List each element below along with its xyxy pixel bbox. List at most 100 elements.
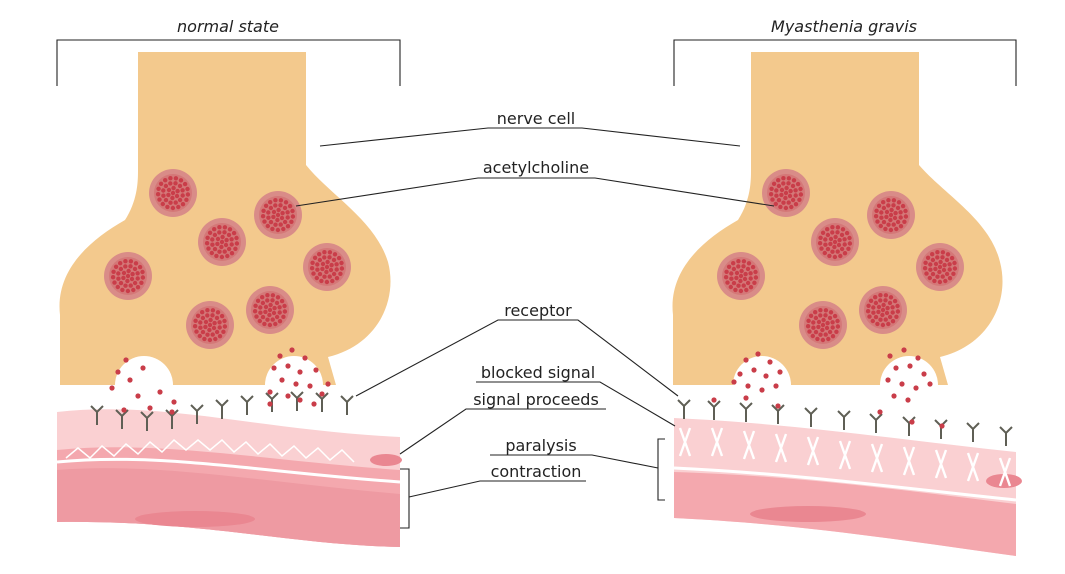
acetylcholine-dot <box>886 198 891 203</box>
acetylcholine-dot <box>798 192 804 197</box>
acetylcholine-dot <box>778 204 783 210</box>
acetylcholine-dot <box>320 266 325 272</box>
acetylcholine-dot <box>793 202 799 207</box>
acetylcholine-dot <box>231 230 237 236</box>
acetylcholine-dot <box>951 271 956 276</box>
acetylcholine-dot <box>788 188 793 194</box>
acetylcholine-dot <box>171 185 176 191</box>
acetylcholine-dot <box>881 219 887 225</box>
vesicle <box>186 301 234 349</box>
acetylcholine-dot <box>322 255 327 260</box>
acetylcholine-dot <box>140 269 145 275</box>
acetylcholine-dot <box>116 276 121 281</box>
acetylcholine-dot <box>175 188 180 194</box>
acetylcholine-dot <box>217 249 222 254</box>
acetylcholine-dot <box>874 208 879 213</box>
acetylcholine-dot <box>889 207 894 213</box>
acetylcholine-dot <box>130 271 135 277</box>
acetylcholine-dot <box>273 321 278 327</box>
acetylcholine-dot <box>928 267 933 272</box>
acetylcholine-dot <box>842 237 847 242</box>
acetylcholine-dot <box>952 266 958 271</box>
acetylcholine-dot <box>135 276 140 281</box>
acetylcholine-dot <box>738 278 743 284</box>
acetylcholine-dot <box>217 225 222 230</box>
acetylcholine-dot <box>125 288 131 294</box>
acetylcholine-dot <box>272 305 277 311</box>
acetylcholine-dot <box>282 309 288 314</box>
acetylcholine-dot <box>212 246 218 252</box>
acetylcholine-dot <box>752 280 757 285</box>
acetylcholine-dot <box>281 314 286 319</box>
acetylcholine-dot <box>894 314 899 319</box>
acetylcholine-dot <box>822 250 827 256</box>
acetylcholine-dot <box>273 222 278 227</box>
acetylcholine-dot <box>944 271 950 277</box>
acetylcholine-dot <box>268 205 274 211</box>
acetylcholine-dot <box>940 250 946 255</box>
acetylcholine-dot <box>180 202 186 207</box>
acetylcholine-dot <box>192 324 198 329</box>
acetylcholine-dot <box>163 183 169 189</box>
acetylcholine-dot <box>220 234 225 240</box>
acetylcholine-dot <box>205 313 210 318</box>
acetylcholine-dot <box>830 225 835 230</box>
acetylcholine-dot <box>816 319 822 325</box>
acetylcholine-dot <box>813 315 819 321</box>
muscle-fiber-normal <box>56 409 402 547</box>
acetylcholine-dot <box>738 273 744 279</box>
acetylcholine-dot <box>878 317 883 322</box>
acetylcholine-dot <box>163 178 168 183</box>
acetylcholine-dot <box>881 205 887 211</box>
acetylcholine-dot <box>182 181 188 187</box>
acetylcholine-dot <box>274 300 280 306</box>
vesicle <box>198 218 246 266</box>
acetylcholine-dot <box>745 266 751 272</box>
acetylcholine-dot <box>125 273 131 279</box>
acetylcholine-dot <box>166 187 172 193</box>
acetylcholine-dot <box>268 200 273 205</box>
acetylcholine-dot <box>733 287 738 293</box>
acetylcholine-dot <box>312 255 318 260</box>
acetylcholine-dot <box>274 314 280 320</box>
acetylcholine-dot <box>748 271 753 276</box>
acetylcholine-dot <box>898 210 903 215</box>
acetylcholine-dot <box>258 305 263 310</box>
acetylcholine-dot <box>137 264 143 270</box>
acetylcholine-dot <box>193 318 198 323</box>
acetylcholine-dot <box>820 327 825 333</box>
acetylcholine-dot <box>769 186 774 191</box>
acetylcholine-dot <box>886 222 891 227</box>
acetylcholine-dot <box>838 253 843 259</box>
acetylcholine-dot <box>925 255 931 260</box>
acetylcholine-dot <box>818 313 823 318</box>
acetylcholine-dot <box>254 314 259 319</box>
label-receptor: receptor <box>504 301 572 320</box>
acetylcholine-dot <box>210 308 216 313</box>
acetylcholine-dot <box>327 255 332 260</box>
acetylcholine-dot <box>932 278 937 284</box>
acetylcholine-dot <box>741 264 746 269</box>
acetylcholine-dot <box>185 192 191 197</box>
acetylcholine-dot <box>113 264 119 269</box>
acetylcholine-dot <box>110 275 116 280</box>
acetylcholine-dot <box>339 260 344 266</box>
acetylcholine-dot <box>930 271 936 277</box>
acetylcholine-dot <box>275 227 281 233</box>
acetylcholine-dot <box>229 251 235 256</box>
acetylcholine-released-normal <box>109 347 331 415</box>
acetylcholine-dot <box>825 320 830 326</box>
acetylcholine-dot <box>724 269 729 274</box>
acetylcholine-dot <box>132 266 138 272</box>
acetylcholine-dot <box>265 293 270 298</box>
acetylcholine-dot <box>276 207 281 213</box>
myasthenia-bracket <box>673 39 1017 86</box>
acetylcholine-dot <box>266 215 271 220</box>
acetylcholine-dot <box>283 200 289 205</box>
acetylcholine-dot <box>839 246 845 252</box>
acetylcholine-dot <box>170 190 176 196</box>
acetylcholine-dot <box>847 241 853 246</box>
acetylcholine-dot <box>200 315 206 321</box>
acetylcholine-dot <box>270 226 275 232</box>
acetylcholine-dot <box>195 313 201 318</box>
